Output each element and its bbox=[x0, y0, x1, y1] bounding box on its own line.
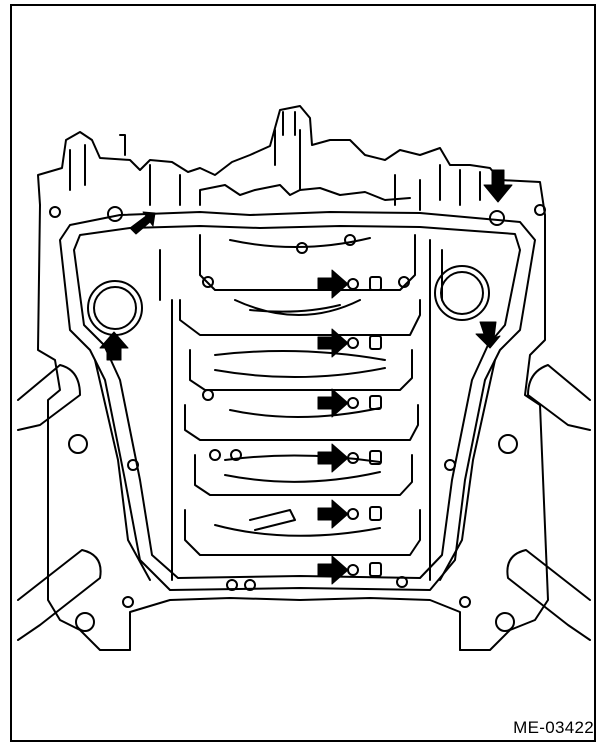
block-outer-right bbox=[459, 214, 549, 651]
bolt-hole bbox=[347, 278, 359, 290]
block-bottom bbox=[129, 597, 461, 651]
crank-web-6 bbox=[214, 509, 381, 537]
bolt-hole-top-right bbox=[489, 210, 505, 226]
bearing-bar-2 bbox=[179, 299, 421, 336]
arrow-bolt-1 bbox=[317, 269, 349, 299]
arrow-top-left bbox=[129, 211, 156, 235]
right-boss-outer bbox=[434, 265, 490, 321]
top-detail-2 bbox=[274, 111, 301, 191]
bolt-hole bbox=[347, 337, 359, 349]
right-boss-inner bbox=[440, 271, 484, 315]
stand-right-upper bbox=[527, 364, 591, 431]
small-hole bbox=[296, 242, 308, 254]
small-hole bbox=[209, 449, 221, 461]
bolt-pad bbox=[369, 562, 382, 577]
arrow-bolt-5 bbox=[317, 499, 349, 529]
small-hole bbox=[202, 389, 214, 401]
small-hole bbox=[226, 579, 238, 591]
arrow-right-boss bbox=[475, 321, 501, 349]
small-hole bbox=[202, 276, 214, 288]
bearing-bar-3 bbox=[189, 349, 413, 391]
stand-bolt bbox=[75, 612, 95, 632]
bolt-pad bbox=[369, 335, 382, 350]
stand-left-upper bbox=[17, 364, 81, 431]
bolt-hole bbox=[347, 564, 359, 576]
arrow-left-boss bbox=[99, 331, 129, 361]
frame-inner bbox=[73, 225, 521, 579]
bolt-pad bbox=[369, 276, 382, 291]
bolt-pad bbox=[369, 450, 382, 465]
crank-web-5 bbox=[224, 454, 381, 483]
bolt-hole-top-left bbox=[107, 206, 123, 222]
top-detail-4 bbox=[394, 164, 481, 211]
small-hole bbox=[127, 459, 139, 471]
bolt-hole bbox=[347, 508, 359, 520]
arrow-top-right bbox=[483, 169, 513, 203]
bearing-bar-4 bbox=[184, 404, 419, 441]
small-hole bbox=[244, 579, 256, 591]
block-outer-left bbox=[37, 204, 131, 651]
stand-bolt bbox=[498, 434, 518, 454]
small-hole bbox=[122, 596, 134, 608]
bolt-pad bbox=[369, 395, 382, 410]
bolt-pad bbox=[369, 506, 382, 521]
small-hole bbox=[444, 459, 456, 471]
arrow-bolt-6 bbox=[317, 555, 349, 585]
crank-web-3 bbox=[214, 350, 386, 378]
bearing-bar-5 bbox=[194, 454, 413, 496]
stand-left-lower bbox=[17, 549, 102, 641]
stand-bolt bbox=[495, 612, 515, 632]
small-hole bbox=[396, 576, 408, 588]
arrow-bolt-2 bbox=[317, 328, 349, 358]
small-hole bbox=[398, 276, 410, 288]
top-detail-3 bbox=[69, 134, 181, 206]
web-lines-left bbox=[159, 249, 173, 581]
block-top-outline bbox=[37, 105, 546, 216]
right-rail bbox=[439, 359, 496, 581]
top-detail-1 bbox=[199, 184, 411, 206]
arrow-group bbox=[99, 169, 513, 585]
small-hole bbox=[534, 204, 546, 216]
frame-outer bbox=[59, 211, 536, 591]
left-boss-outer bbox=[87, 280, 143, 336]
stand-bolt bbox=[68, 434, 88, 454]
bearing-bar-6 bbox=[184, 509, 421, 556]
arrow-bolt-4 bbox=[317, 443, 349, 473]
bearing-bar-1 bbox=[199, 234, 416, 291]
small-hole bbox=[344, 234, 356, 246]
arrow-bolt-3 bbox=[317, 388, 349, 418]
left-rail bbox=[94, 359, 151, 581]
bolt-hole bbox=[347, 397, 359, 409]
small-hole bbox=[49, 206, 61, 218]
figure-frame bbox=[10, 4, 596, 742]
left-boss-inner bbox=[93, 286, 137, 330]
small-hole bbox=[459, 596, 471, 608]
crank-web-4 bbox=[229, 407, 381, 419]
figure-code: ME-03422 bbox=[513, 718, 594, 737]
small-hole bbox=[230, 449, 242, 461]
crank-web-2 bbox=[234, 299, 361, 316]
stand-right-lower bbox=[506, 549, 591, 641]
